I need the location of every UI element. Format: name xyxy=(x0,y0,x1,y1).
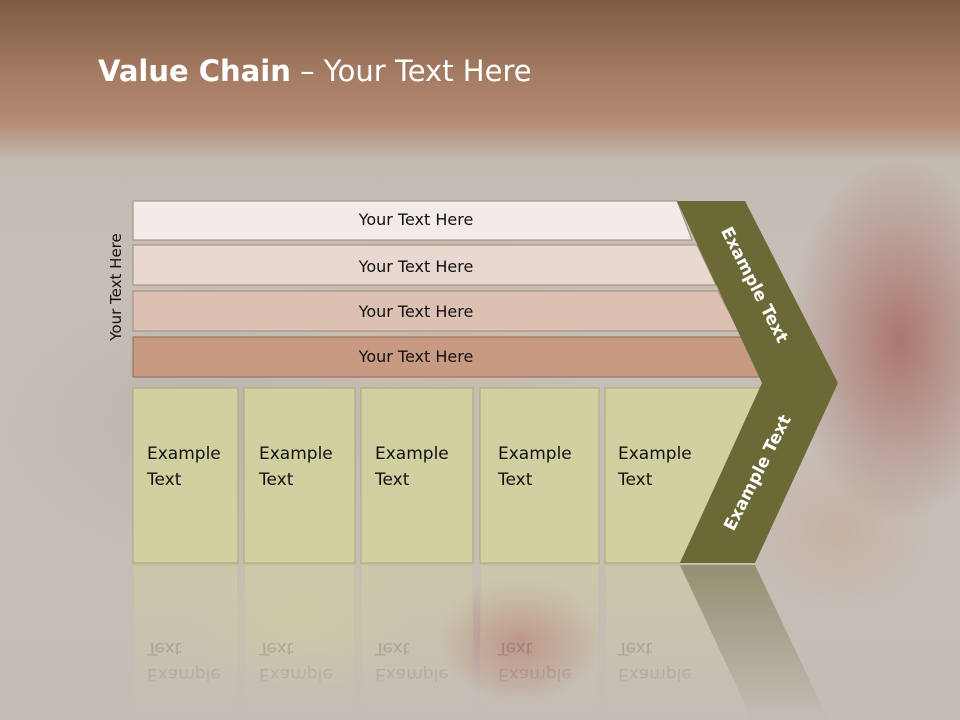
reflection-text: Example xyxy=(498,664,572,684)
title-rest: – Your Text Here xyxy=(290,54,532,88)
primary-box-5-line1: Example xyxy=(618,444,692,464)
primary-box-3-line1: Example xyxy=(375,444,449,464)
margin-arrow-lower[interactable] xyxy=(680,383,838,563)
reflection-text: Text xyxy=(258,638,294,658)
primary-box-4-line1: Example xyxy=(498,444,572,464)
primary-box-5-line2: Text xyxy=(617,470,653,490)
reflection-text: Example xyxy=(259,664,333,684)
primary-box-1-line1: Example xyxy=(147,444,221,464)
margin-arrow-upper[interactable] xyxy=(677,201,838,383)
support-row-4-label: Your Text Here xyxy=(358,347,474,366)
support-row-2-label: Your Text Here xyxy=(358,257,474,276)
primary-box-3[interactable] xyxy=(360,387,474,564)
title-band xyxy=(0,0,960,160)
primary-box-4[interactable] xyxy=(479,387,600,564)
reflection-text: Text xyxy=(374,638,410,658)
support-row-2[interactable] xyxy=(132,244,717,286)
support-row-1-label: Your Text Here xyxy=(358,210,474,229)
primary-box-4-line2: Text xyxy=(497,470,533,490)
primary-box-1-line2: Text xyxy=(146,470,182,490)
title-bold: Value Chain xyxy=(98,54,291,88)
slide-title[interactable]: Value Chain – Your Text Here xyxy=(98,54,532,88)
primary-box-2-line2: Text xyxy=(258,470,294,490)
reflection-text: Example xyxy=(375,664,449,684)
primary-box-1[interactable] xyxy=(132,387,239,564)
primary-box-2-line1: Example xyxy=(259,444,333,464)
reflection-text: Text xyxy=(146,638,182,658)
primary-box-3-line2: Text xyxy=(374,470,410,490)
primary-box-2[interactable] xyxy=(243,387,356,564)
reflection-text: Example xyxy=(618,664,692,684)
support-row-3-label: Your Text Here xyxy=(358,302,474,321)
reflection-text: Text xyxy=(497,638,533,658)
support-row-1[interactable] xyxy=(132,200,693,241)
reflection-text: Text xyxy=(617,638,653,658)
diagram-reflection: Example Text Example Text Example Text E… xyxy=(132,564,829,720)
reflection-text: Example xyxy=(147,664,221,684)
